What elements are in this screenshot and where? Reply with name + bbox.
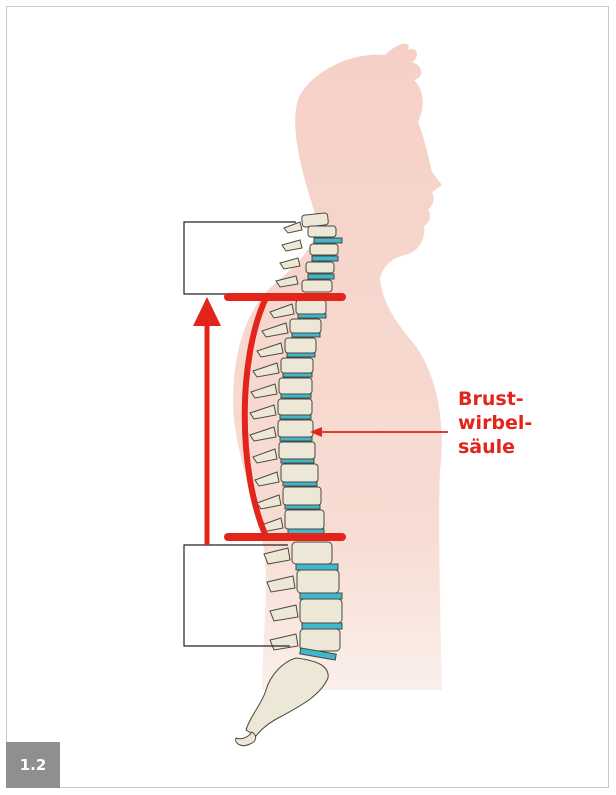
label-line-1: Brust- xyxy=(458,387,532,411)
length-arrow-head xyxy=(193,297,221,326)
label-line-2: wirbel- xyxy=(458,411,532,435)
label-line-3: säule xyxy=(458,435,532,459)
figure-number-badge: 1.2 xyxy=(6,742,60,788)
thoracic-spine-label: Brust- wirbel- säule xyxy=(458,387,532,459)
